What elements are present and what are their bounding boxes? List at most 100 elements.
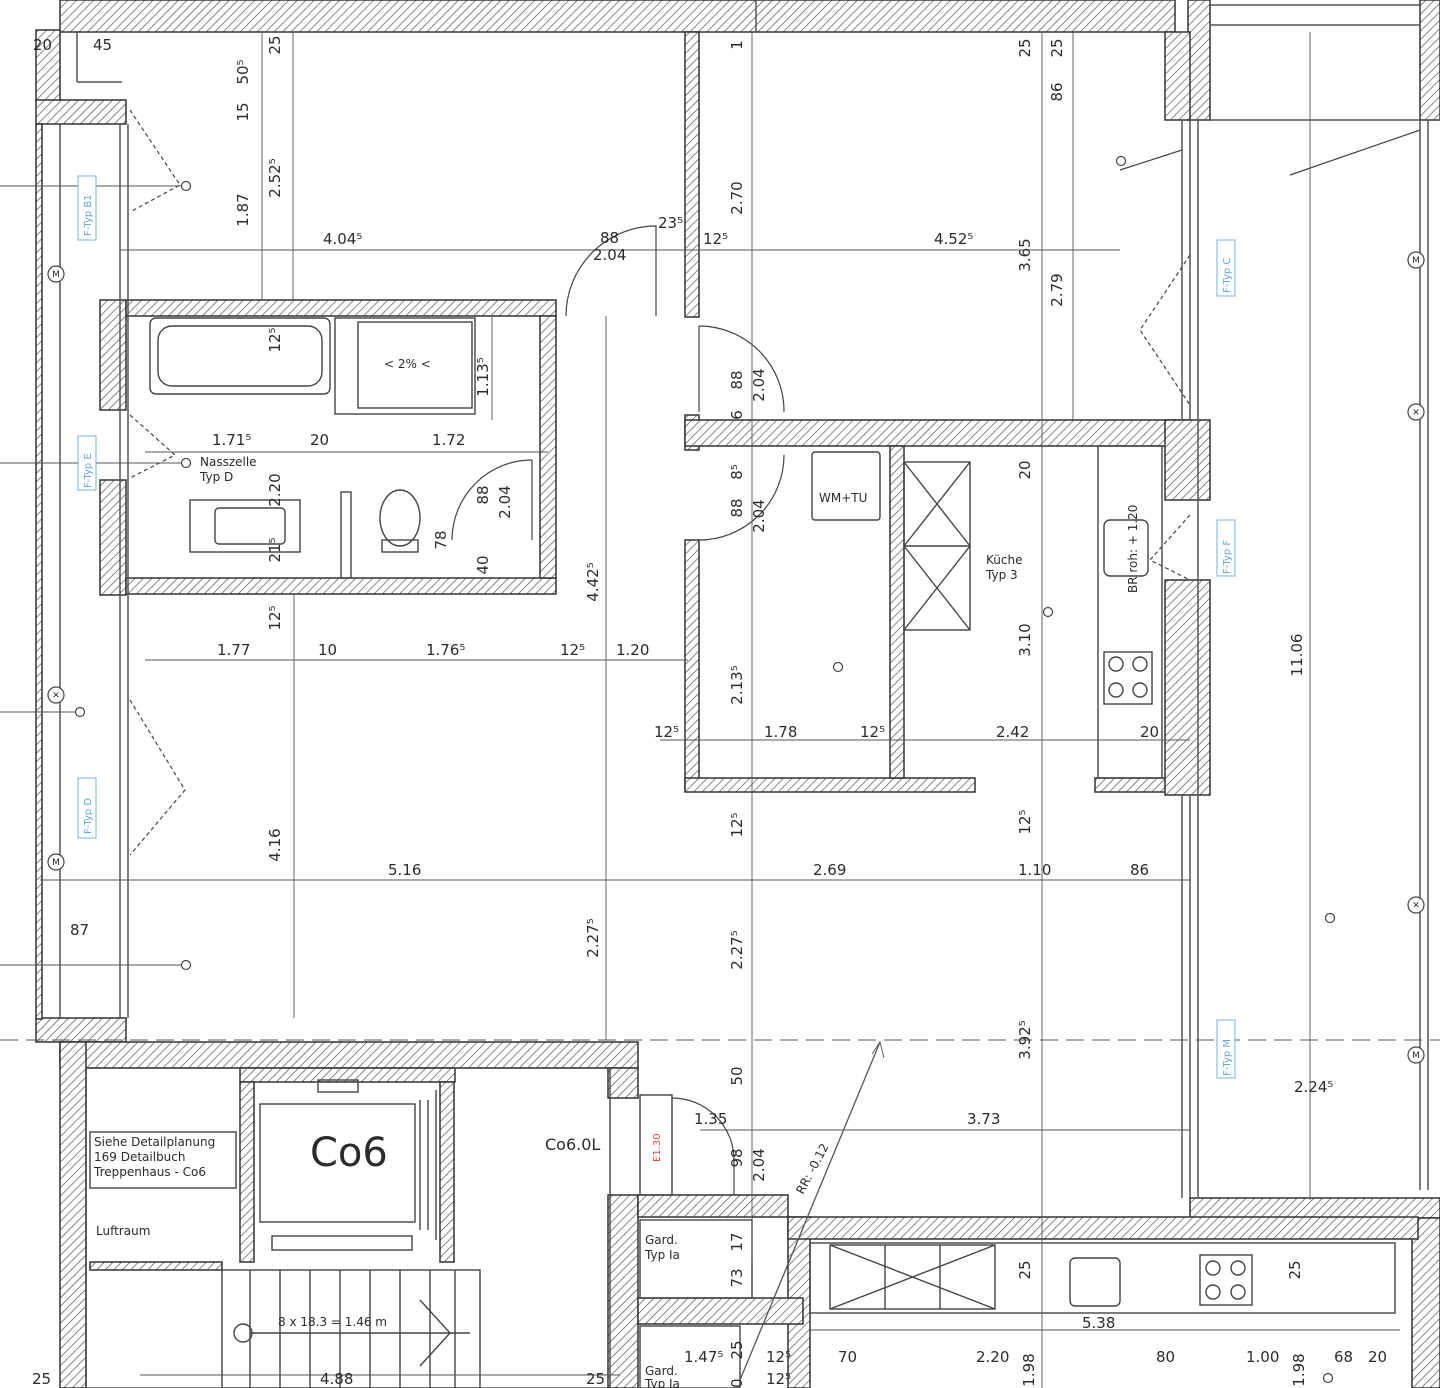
dimension-label: 10 — [318, 641, 337, 659]
window-tag-m: F-Typ M — [1222, 1039, 1233, 1076]
wall — [1164, 419, 1211, 501]
dimension-label: 17 — [728, 1232, 746, 1251]
shower-inner — [357, 321, 473, 409]
light-points — [74, 155, 1336, 1384]
wall — [787, 1216, 1419, 1240]
wall — [89, 1261, 223, 1271]
dimension-label: 25 — [728, 1340, 746, 1359]
dimension-label: 25 — [1048, 38, 1066, 57]
shower-tray — [334, 317, 476, 415]
dimension-label: 12⁵ — [654, 723, 679, 741]
dimension-label: 50 — [728, 1066, 746, 1085]
dimension-label: 50⁵ — [234, 59, 252, 84]
steps-formula: 8 x 18.3 = 1.46 m — [278, 1315, 387, 1329]
dimension-label: 4.88 — [320, 1370, 353, 1388]
wall — [889, 445, 905, 779]
dimension-label: 73 — [728, 1268, 746, 1287]
partition — [340, 491, 352, 579]
wall — [35, 123, 43, 1020]
dimension-label: 6 — [728, 410, 746, 420]
dimension-label: 12⁵ — [860, 723, 885, 741]
dimension-label: 2.70 — [728, 181, 746, 214]
window-tag-e: F-Typ E — [83, 453, 94, 488]
x-marker — [1407, 403, 1425, 421]
dimension-label: 80 — [1156, 1348, 1175, 1366]
dimension-label: 68 — [1334, 1348, 1353, 1366]
dimension-label: 90 — [728, 1378, 746, 1388]
door-swings — [129, 109, 1421, 1195]
bathtub — [149, 317, 331, 395]
hob — [1103, 651, 1153, 705]
dimension-label: 12⁵ — [766, 1348, 791, 1366]
svg-text:M: M — [52, 858, 60, 868]
room-label-kueche: Küche — [986, 553, 1022, 567]
wall — [439, 1081, 455, 1263]
dimension-label: 2.04 — [750, 368, 768, 401]
dimension-label: 88 — [474, 485, 492, 504]
dimension-label: 4.42⁵ — [584, 562, 602, 601]
room-label-kueche-type: Typ 3 — [985, 568, 1018, 582]
dimension-label: 2.42 — [996, 723, 1029, 741]
dimension-label: 40 — [474, 555, 492, 574]
dimension-label: 20 — [33, 36, 52, 54]
dimension-label: 2.24⁵ — [1294, 1078, 1333, 1096]
dimension-label: 1.71⁵ — [212, 431, 251, 449]
room-label-gard-1: Gard. — [645, 1233, 678, 1247]
room-label-gard-2-type: Typ Ia — [644, 1377, 680, 1388]
dimension-label: 12⁵ — [266, 327, 284, 352]
dimension-label: 1.98 — [1020, 1353, 1038, 1386]
elevator-door — [317, 1079, 359, 1093]
m-marker — [47, 853, 65, 871]
dimension-label: 3.92⁵ — [1016, 1020, 1034, 1059]
dimension-label: 1.10 — [1018, 861, 1051, 879]
wall — [637, 1194, 789, 1218]
wall — [539, 315, 557, 579]
dimension-label: 2.69 — [813, 861, 846, 879]
dimension-label: 3.10 — [1016, 623, 1034, 656]
washbasin-bowl — [214, 507, 286, 545]
lower-kitchen — [809, 1242, 1396, 1314]
dimension-label: 12⁵ — [560, 641, 585, 659]
dimension-label: 86 — [1048, 82, 1066, 101]
slope-label: < 2% < — [384, 357, 431, 371]
room-label-nasszelle: Nasszelle — [200, 455, 257, 469]
wall — [35, 1017, 127, 1043]
wall — [125, 577, 557, 595]
dimension-label: 1.78 — [764, 723, 797, 741]
dimension-label: 1.35 — [694, 1110, 727, 1128]
dimension-label: 70 — [838, 1348, 857, 1366]
wall — [59, 0, 1176, 33]
dimension-label: 25 — [1286, 1260, 1304, 1279]
dimension-label: 12⁵ — [1016, 809, 1034, 834]
hob-lower — [1199, 1254, 1253, 1306]
wall — [99, 299, 127, 411]
dimension-label: 20 — [1368, 1348, 1387, 1366]
svg-text:M: M — [1412, 256, 1420, 266]
exit-box — [639, 1094, 673, 1196]
room-label-nasszelle-type: Typ D — [199, 470, 233, 484]
dimension-label: 2.13⁵ — [728, 665, 746, 704]
wall — [1164, 31, 1191, 121]
dimension-label: 1.00 — [1246, 1348, 1279, 1366]
m-marker — [47, 265, 65, 283]
dimension-label: 25 — [32, 1370, 51, 1388]
svg-text:✕: ✕ — [1412, 901, 1420, 911]
dimension-label: 1.98 — [1290, 1353, 1308, 1386]
stair-code: Co6 — [310, 1130, 388, 1176]
dimension-label: 4.52⁵ — [934, 230, 973, 248]
wall — [1187, 0, 1211, 121]
dimension-label: 1.72 — [432, 431, 465, 449]
dimension-label: 2.04 — [593, 246, 626, 264]
dimension-label: 25 — [266, 35, 284, 54]
fixtures — [85, 317, 1396, 1388]
garderobe-2 — [639, 1325, 741, 1388]
sink — [1103, 519, 1149, 577]
bathtub-inner — [157, 325, 323, 387]
dimension-label: 2.04 — [750, 499, 768, 532]
dimension-label: 8⁵ — [728, 464, 746, 480]
dimension-label: 4.16 — [266, 828, 284, 861]
m-marker — [1407, 251, 1425, 269]
dimension-label: 4.04⁵ — [323, 230, 362, 248]
wall — [607, 1067, 639, 1099]
